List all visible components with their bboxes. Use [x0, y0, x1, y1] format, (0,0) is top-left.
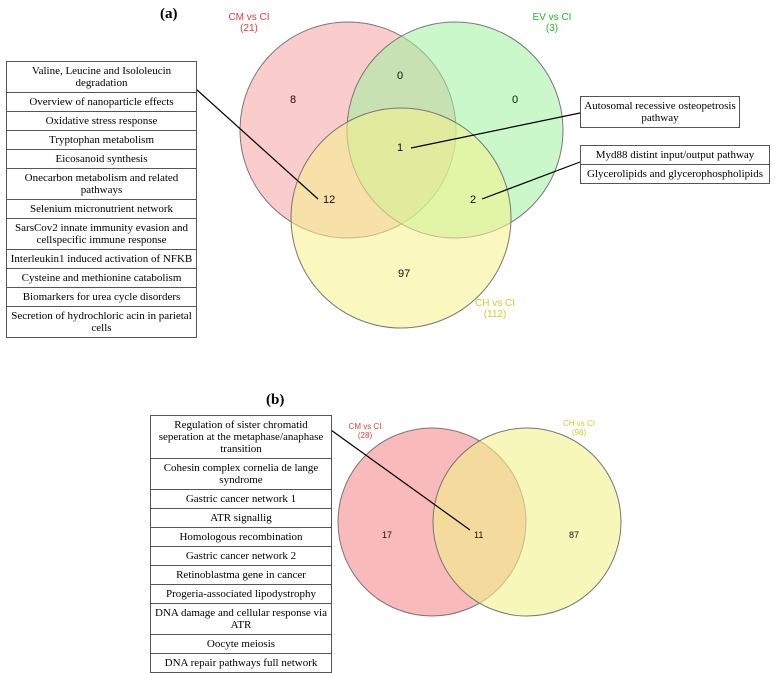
- list-item: Tryptophan metabolism: [7, 131, 196, 150]
- list-item: Eicosanoid synthesis: [7, 150, 196, 169]
- count-ev-ch: 2: [470, 194, 477, 206]
- list-item: Gastric cancer network 2: [151, 547, 331, 566]
- count-cm-ev: 0: [397, 70, 404, 82]
- connector-line-cm-ch: [195, 88, 319, 200]
- panel-a-label: (a): [160, 6, 178, 22]
- set-total-ch-b: (98): [571, 427, 587, 437]
- list-item: Regulation of sister chromatid seperatio…: [151, 416, 331, 459]
- list-item: Progeria-associated lipodystrophy: [151, 585, 331, 604]
- count-ch-only: 97: [398, 268, 411, 280]
- list-item: Valine, Leucine and Isololeucin degradat…: [7, 62, 196, 93]
- count-b-both: 11: [474, 530, 484, 540]
- list-item: Myd88 distint input/output pathway: [581, 146, 769, 165]
- set-label-cm-b: CM vs CI (28): [343, 422, 387, 441]
- set-total-ev-a: (3): [545, 23, 559, 34]
- set-total-ch-a: (112): [483, 309, 507, 320]
- connector-line-ev-ch: [481, 161, 581, 200]
- count-b-cm-only: 17: [382, 530, 393, 540]
- set-name-cm-b: CM vs CI: [348, 422, 382, 431]
- list-item: Autosomal recessive osteopetrosis pathwa…: [584, 100, 736, 124]
- count-ev-only: 0: [512, 94, 519, 106]
- pathway-list-ev-ch: Myd88 distint input/output pathway Glyce…: [580, 145, 770, 184]
- list-item: Glycerolipids and glycerophospholipids: [587, 168, 763, 180]
- set-label-cm-a: CM vs CI (21): [224, 12, 274, 34]
- list-item: Onecarbon metabolism and related pathway…: [7, 169, 196, 200]
- count-all: 1: [397, 142, 404, 154]
- list-item: Secretion of hydrochloric acin in pariet…: [11, 310, 192, 334]
- set-name-cm-a: CM vs CI: [228, 12, 270, 23]
- list-item: Selenium micronutrient network: [7, 200, 196, 219]
- connector-line-all: [410, 112, 581, 149]
- list-item: SarsCov2 innate immunity evasion and cel…: [7, 219, 196, 250]
- list-item: Homologous recombination: [151, 528, 331, 547]
- set-label-ch-b: CH vs CI (98): [557, 419, 601, 438]
- set-total-cm-b: (28): [357, 430, 373, 440]
- set-label-ev-a: EV vs CI (3): [527, 12, 577, 34]
- venn-a-circle-ch: [290, 107, 512, 329]
- pathway-list-all: Autosomal recessive osteopetrosis pathwa…: [580, 96, 740, 128]
- list-item: DNA repair pathways full network: [164, 657, 318, 669]
- list-item: Cysteine and methionine catabolism: [7, 269, 196, 288]
- list-item: Overview of nanoparticle effects: [7, 93, 196, 112]
- set-name-ch-a: CH vs CI: [475, 298, 515, 309]
- set-name-ev-a: EV vs CI: [532, 12, 572, 23]
- connector-line-b: [323, 424, 471, 531]
- venn-b-circle-ch: [432, 427, 622, 617]
- count-b-ch-only: 87: [569, 530, 580, 540]
- list-item: ATR signallig: [151, 509, 331, 528]
- list-item: Biomarkers for urea cycle disorders: [7, 288, 196, 307]
- set-total-cm-a: (21): [240, 23, 258, 34]
- list-item: Oxidative stress response: [7, 112, 196, 131]
- count-cm-ch: 12: [323, 194, 336, 206]
- set-label-ch-a: CH vs CI (112): [470, 298, 520, 320]
- list-item: Retinoblastma gene in cancer: [151, 566, 331, 585]
- list-item: Gastric cancer network 1: [151, 490, 331, 509]
- list-item: Oocyte meiosis: [151, 635, 331, 654]
- venn-diagrams: [195, 21, 622, 617]
- pathway-list-cm-ch: Valine, Leucine and Isololeucin degradat…: [6, 61, 197, 338]
- pathway-list-b: Regulation of sister chromatid seperatio…: [150, 415, 332, 673]
- list-item: Cohesin complex cornelia de lange syndro…: [151, 459, 331, 490]
- set-name-ch-b: CH vs CI: [563, 419, 595, 428]
- list-item: DNA damage and cellular response via ATR: [151, 604, 331, 635]
- list-item: Interleukin1 induced activation of NFKB: [7, 250, 196, 269]
- panel-b-label: (b): [266, 392, 285, 408]
- count-cm-only: 8: [290, 94, 297, 106]
